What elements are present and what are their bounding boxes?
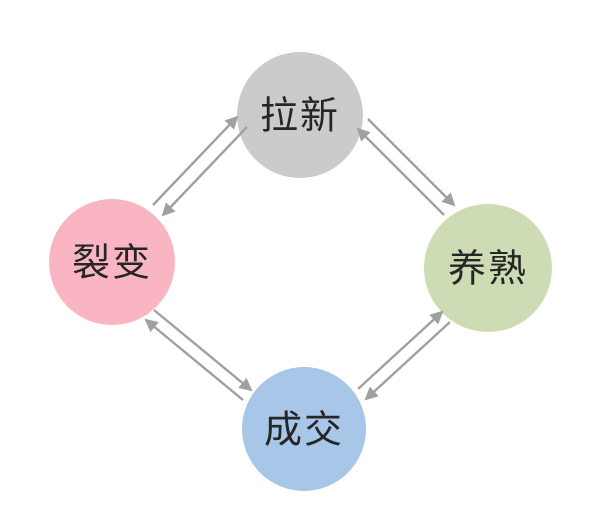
arrow-yangshu-to-chengjiao bbox=[364, 321, 451, 401]
arrow-liebian-to-laxin bbox=[152, 115, 239, 206]
arrow-laxin-to-liebian bbox=[161, 126, 248, 217]
node-yangshu-circle bbox=[424, 204, 552, 332]
node-liebian-label: 裂变 bbox=[72, 242, 152, 284]
node-chengjiao-label: 成交 bbox=[264, 409, 344, 451]
node-laxin-label: 拉新 bbox=[260, 95, 340, 137]
arrow-laxin-to-yangshu bbox=[367, 118, 456, 207]
arrow-chengjiao-to-yangshu bbox=[357, 310, 444, 390]
arrow-chengjiao-to-liebian bbox=[144, 318, 244, 401]
arrow-liebian-to-chengjiao bbox=[153, 309, 253, 392]
node-chengjiao-circle bbox=[242, 367, 366, 491]
node-yangshu-label: 养熟 bbox=[448, 248, 528, 290]
node-liebian-circle bbox=[49, 199, 175, 325]
node-laxin-circle bbox=[237, 52, 363, 178]
arrow-yangshu-to-laxin bbox=[356, 127, 445, 216]
